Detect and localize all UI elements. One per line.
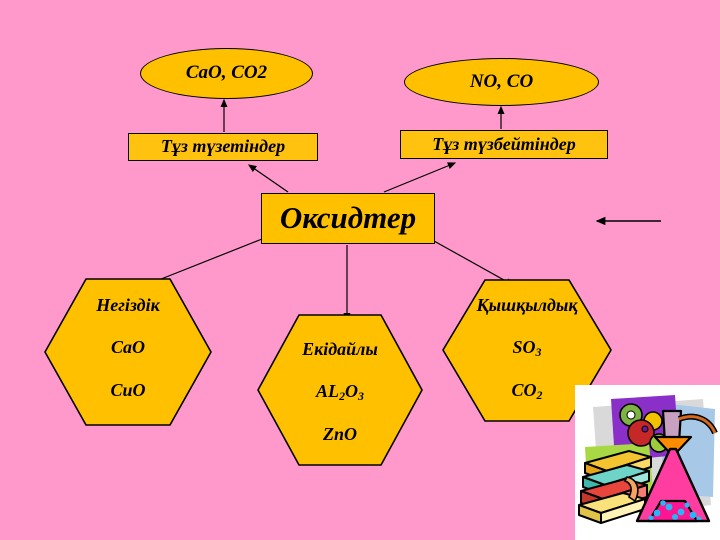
type-node-basic[interactable]: Негіздік CaO CuO <box>44 278 212 426</box>
type-formula-acidic-1: SO3 <box>476 337 577 359</box>
hexagon-shape-acidic <box>442 279 612 422</box>
example-node-cao-co2[interactable]: CaO, CO2 <box>140 48 313 99</box>
example-label-no-co: NO, CO <box>469 70 534 92</box>
hexagon-shape-amphoteric <box>257 314 423 466</box>
category-node-salt-forming[interactable]: Тұз түзетіндер <box>128 133 318 161</box>
example-label-cao-co2: CaO, CO2 <box>185 62 268 84</box>
center-node-oxides[interactable]: Оксидтер <box>261 193 435 244</box>
type-formula-amphoteric-1: AL2O3 <box>302 381 378 403</box>
type-title-basic: Негіздік <box>96 294 160 315</box>
type-title-acidic: Қышқылдық <box>476 294 578 315</box>
formula-part: CO <box>511 380 537 401</box>
formula-sub: 2 <box>339 388 345 403</box>
formula-sub: 2 <box>536 388 543 403</box>
type-node-acidic[interactable]: Қышқылдық SO3 CO2 <box>442 279 612 422</box>
type-label-basic: Негіздік CaO CuO <box>96 274 159 423</box>
type-label-amphoteric: Екідайлы AL2O3 ZnO <box>302 317 378 466</box>
example-node-no-co[interactable]: NO, CO <box>404 58 599 106</box>
chemistry-clipart <box>575 385 720 540</box>
formula-part: O <box>345 381 358 402</box>
edge-oxides-to-salt-nonforming <box>383 162 457 193</box>
category-label-salt-forming: Тұз түзетіндер <box>160 136 286 157</box>
category-node-salt-nonforming[interactable]: Тұз түзбейтіндер <box>400 130 608 159</box>
page-title: Оксидтер <box>279 200 417 236</box>
type-node-amphoteric[interactable]: Екідайлы AL2O3 ZnO <box>257 314 423 466</box>
formula-part: AL <box>316 381 340 402</box>
formula-sub: 3 <box>358 388 364 403</box>
type-title-amphoteric: Екідайлы <box>302 338 378 359</box>
category-label-salt-nonforming: Тұз түзбейтіндер <box>432 133 576 154</box>
formula-part: SO <box>512 337 536 358</box>
type-formula-basic-2: CuO <box>110 379 146 400</box>
type-formula-amphoteric-2: ZnO <box>322 424 357 445</box>
type-formula-acidic-2: CO2 <box>476 380 577 402</box>
type-label-acidic: Қышқылдық SO3 CO2 <box>476 273 577 423</box>
formula-sub: 3 <box>535 345 542 360</box>
edge-oxides-to-salt-forming <box>248 164 289 193</box>
type-formula-basic-1: CaO <box>110 337 145 358</box>
